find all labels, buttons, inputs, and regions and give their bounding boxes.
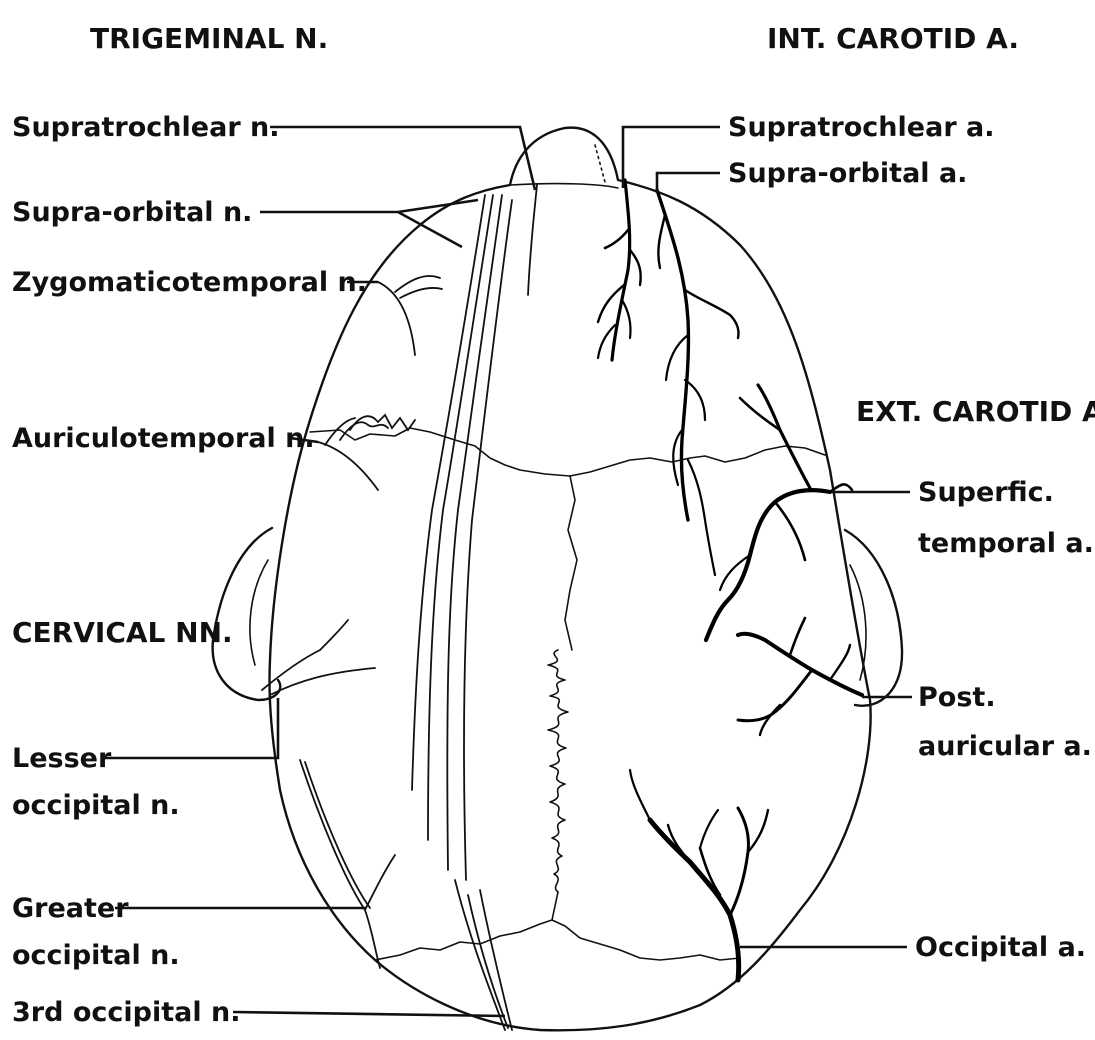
supratrochlear-artery <box>598 180 641 360</box>
label-third-occipital-nerve: 3rd occipital n. <box>12 997 241 1028</box>
superficial-temporal-artery <box>706 385 852 640</box>
label-supratrochlear-artery: Supratrochlear a. <box>728 112 995 143</box>
skull-outline <box>269 128 870 1031</box>
leader-lines <box>103 127 912 1016</box>
posterior-auricular-artery <box>738 618 862 735</box>
label-lesser-occipital-1: Lesser <box>12 743 112 774</box>
heading-ext-carotid: EXT. CAROTID A. <box>856 395 1095 428</box>
supratrochlear-nerve <box>528 185 537 295</box>
right-ear <box>845 530 902 706</box>
zygomaticotemporal-nerve <box>378 276 442 355</box>
lambdoid-suture <box>375 920 740 960</box>
supraorbital-nerve <box>412 195 512 880</box>
label-auriculotemporal-nerve: Auriculotemporal n. <box>12 423 315 454</box>
greater-occipital-nerve <box>300 760 395 968</box>
heading-cervical: CERVICAL NN. <box>12 616 233 649</box>
label-greater-occipital-2: occipital n. <box>12 940 180 971</box>
label-greater-occipital-1: Greater <box>12 893 129 924</box>
sagittal-suture <box>548 476 577 920</box>
label-occipital-artery: Occipital a. <box>915 932 1086 963</box>
label-post-auricular-2: auricular a. <box>918 731 1092 762</box>
label-post-auricular-1: Post. <box>918 682 996 713</box>
label-lesser-occipital-2: occipital n. <box>12 790 180 821</box>
label-group: TRIGEMINAL N. INT. CAROTID A. EXT. CAROT… <box>12 22 1095 1028</box>
third-occipital-nerve <box>455 880 512 1030</box>
label-supraorbital-artery: Supra-orbital a. <box>728 158 967 189</box>
heading-trigeminal: TRIGEMINAL N. <box>90 22 328 55</box>
auriculotemporal-nerve <box>318 415 415 490</box>
label-supraorbital-nerve: Supra-orbital n. <box>12 197 252 228</box>
occipital-artery <box>630 770 768 980</box>
supraorbital-artery <box>657 190 738 575</box>
label-superficial-temporal-2: temporal a. <box>918 528 1094 559</box>
coronal-suture <box>310 428 825 476</box>
label-supratrochlear-nerve: Supratrochlear n. <box>12 112 280 143</box>
heading-int-carotid: INT. CAROTID A. <box>767 22 1019 55</box>
label-zygomaticotemporal-nerve: Zygomaticotemporal n. <box>12 267 367 298</box>
label-superficial-temporal-1: Superfic. <box>918 477 1054 508</box>
